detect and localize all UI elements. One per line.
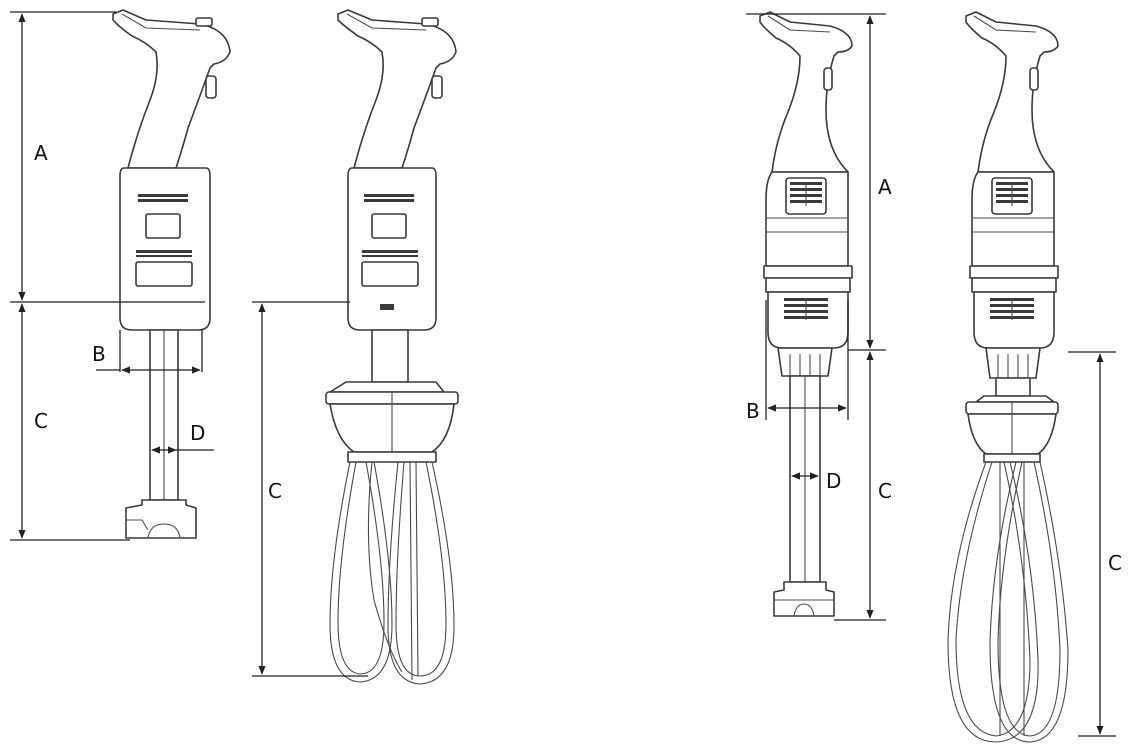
figure-1-blender-shaft bbox=[112, 9, 231, 539]
label-a-fig3: A bbox=[878, 175, 892, 199]
label-d-fig3: D bbox=[826, 469, 841, 493]
dimension-lines bbox=[10, 11, 1116, 737]
figure-2-blender-whisk bbox=[325, 9, 459, 685]
label-c-fig3: C bbox=[878, 479, 892, 503]
label-b-fig1: B bbox=[92, 342, 106, 366]
label-c-fig1: C bbox=[34, 409, 48, 433]
figure-4-large-blender-whisk bbox=[947, 11, 1069, 743]
label-a-fig1: A bbox=[34, 141, 48, 165]
figure-3-large-blender-shaft bbox=[759, 11, 853, 617]
label-c-fig2: C bbox=[268, 479, 282, 503]
label-d-fig1: D bbox=[190, 421, 205, 445]
label-c-fig4: C bbox=[1108, 551, 1122, 575]
label-b-fig3: B bbox=[746, 399, 760, 423]
dimension-labels: A C B D C A C B D C bbox=[34, 141, 1122, 575]
